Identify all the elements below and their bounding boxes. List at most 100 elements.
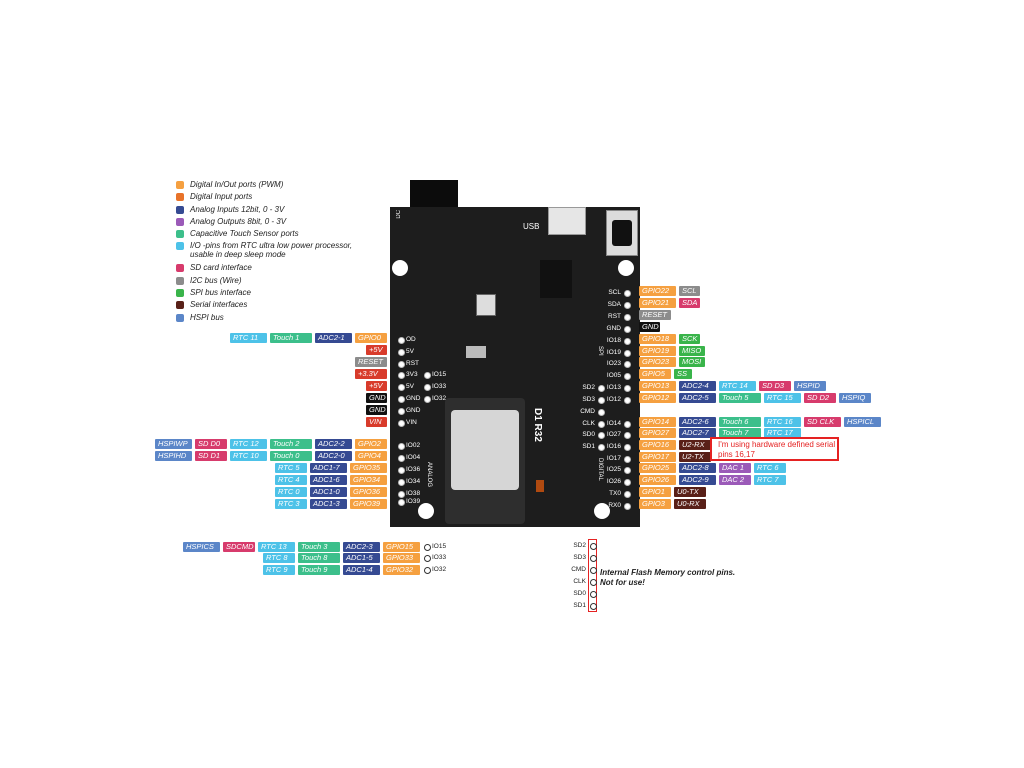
pin-tag: RTC 3	[275, 499, 307, 509]
pin-tag: ADC2-9	[679, 475, 716, 485]
chip	[540, 260, 572, 298]
pin-tag: RTC 10	[230, 451, 267, 461]
header-pin	[624, 503, 631, 510]
header-pin	[598, 432, 605, 439]
pin-tag: GPIO32	[383, 565, 420, 575]
pin-tag: SCK	[679, 334, 700, 344]
crystal	[476, 294, 496, 316]
pin-label: CLK	[582, 420, 595, 427]
header-pin	[398, 384, 405, 391]
pin-label: 5V	[406, 348, 414, 355]
header-pin	[398, 455, 405, 462]
pin-tag: HSPIHD	[155, 451, 192, 461]
pin-tag: RTC 0	[275, 487, 307, 497]
pin-tag: ADC2-6	[679, 417, 716, 427]
pin-tag: RTC 14	[719, 381, 756, 391]
flash-pin-label: SD2	[573, 542, 586, 549]
header-pin	[624, 338, 631, 345]
pin-label: IO26	[606, 478, 621, 485]
legend-label: SPI bus interface	[190, 288, 251, 298]
pin-tag: RTC 17	[764, 428, 801, 438]
legend-item: Digital In/Out ports (PWM)	[176, 180, 376, 192]
pin-tag: ADC1-3	[310, 499, 347, 509]
header-pin	[398, 467, 405, 474]
legend-item: Digital Input ports	[176, 192, 376, 204]
flash-pin-label: SD3	[573, 554, 586, 561]
header-pin	[398, 361, 405, 368]
header-pin	[398, 479, 405, 486]
legend-swatch	[176, 264, 184, 273]
pin-tag: GND	[366, 393, 387, 403]
pin-tag: ADC1-5	[343, 553, 380, 563]
pin-tag: GPIO3	[639, 499, 671, 509]
legend-label: SD card interface	[190, 263, 252, 273]
analog-label: ANALOG	[426, 462, 432, 488]
legend-swatch	[176, 217, 184, 226]
legend: Digital In/Out ports (PWM)Digital Input …	[176, 180, 376, 325]
pin-tag: GPIO18	[639, 334, 676, 344]
legend-swatch	[176, 205, 184, 214]
flash-pin-label: CLK	[573, 578, 586, 585]
pin-tag: RESET	[639, 310, 671, 320]
legend-label: HSPI bus	[190, 312, 224, 322]
pin-tag: GPIO12	[639, 393, 676, 403]
legend-label: I2C bus (Wire)	[190, 275, 242, 285]
pin-tag: GPIO16	[639, 440, 676, 450]
pin-label: IO23	[606, 360, 621, 367]
header-pin	[624, 350, 631, 357]
pin-tag: RTC 13	[258, 542, 295, 552]
pin-tag: MISO	[679, 346, 705, 356]
header-pin	[598, 385, 605, 392]
legend-item: I2C bus (Wire)	[176, 276, 376, 288]
pin-tag: SDA	[679, 298, 700, 308]
pin-tag: RTC 5	[275, 463, 307, 473]
header-pin	[624, 302, 631, 309]
pin-tag: SD D1	[195, 451, 227, 461]
external-pin	[424, 555, 431, 562]
pin-label: SD0	[582, 431, 595, 438]
header-pin	[398, 372, 405, 379]
pin-tag: GPIO17	[639, 452, 676, 462]
header-pin	[624, 397, 631, 404]
mount-hole	[418, 503, 434, 519]
pin-tag: RESET	[355, 357, 387, 367]
pin-tag: SS	[674, 369, 692, 379]
pin-label: IO33	[432, 383, 447, 390]
pin-tag: RTC 8	[263, 553, 295, 563]
pin-tag: RTC 16	[764, 417, 801, 427]
flash-pin	[590, 555, 597, 562]
header-pin	[624, 491, 631, 498]
flash-pin	[590, 543, 597, 550]
pin-tag: HSPIQ	[839, 393, 871, 403]
serial-note-box	[710, 437, 839, 461]
external-pin-label: IO32	[432, 566, 447, 573]
pin-label: 5V	[406, 383, 414, 390]
pin-tag: RTC 7	[754, 475, 786, 485]
pin-label: SD3	[582, 396, 595, 403]
spi-label: SPI	[597, 346, 603, 356]
header-pin	[624, 444, 631, 451]
pin-tag: Touch 5	[719, 393, 761, 403]
flash-pin-label: CMD	[571, 566, 586, 573]
pin-tag: GPIO0	[355, 333, 387, 343]
header-pin	[598, 421, 605, 428]
mount-hole	[594, 503, 610, 519]
legend-label: Digital Input ports	[190, 192, 253, 202]
legend-swatch	[176, 242, 184, 251]
pin-tag: GND	[366, 405, 387, 415]
header-pin	[398, 420, 405, 427]
pin-tag: HSPIWP	[155, 439, 192, 449]
pin-tag: U0-RX	[674, 499, 706, 509]
pin-tag: GPIO34	[350, 475, 387, 485]
legend-item: I/O -pins from RTC ultra low power proce…	[176, 241, 376, 263]
legend-label: I/O -pins from RTC ultra low power proce…	[190, 241, 353, 260]
pin-tag: GPIO13	[639, 381, 676, 391]
serial-note: I'm using hardware defined serial pins 1…	[718, 440, 836, 459]
flash-pin	[590, 591, 597, 598]
legend-swatch	[176, 181, 184, 189]
pin-label: GND	[406, 407, 421, 414]
legend-item: HSPI bus	[176, 313, 376, 325]
pin-label: IO04	[406, 454, 421, 461]
pin-tag: ADC1-6	[310, 475, 347, 485]
header-pin	[398, 499, 405, 506]
